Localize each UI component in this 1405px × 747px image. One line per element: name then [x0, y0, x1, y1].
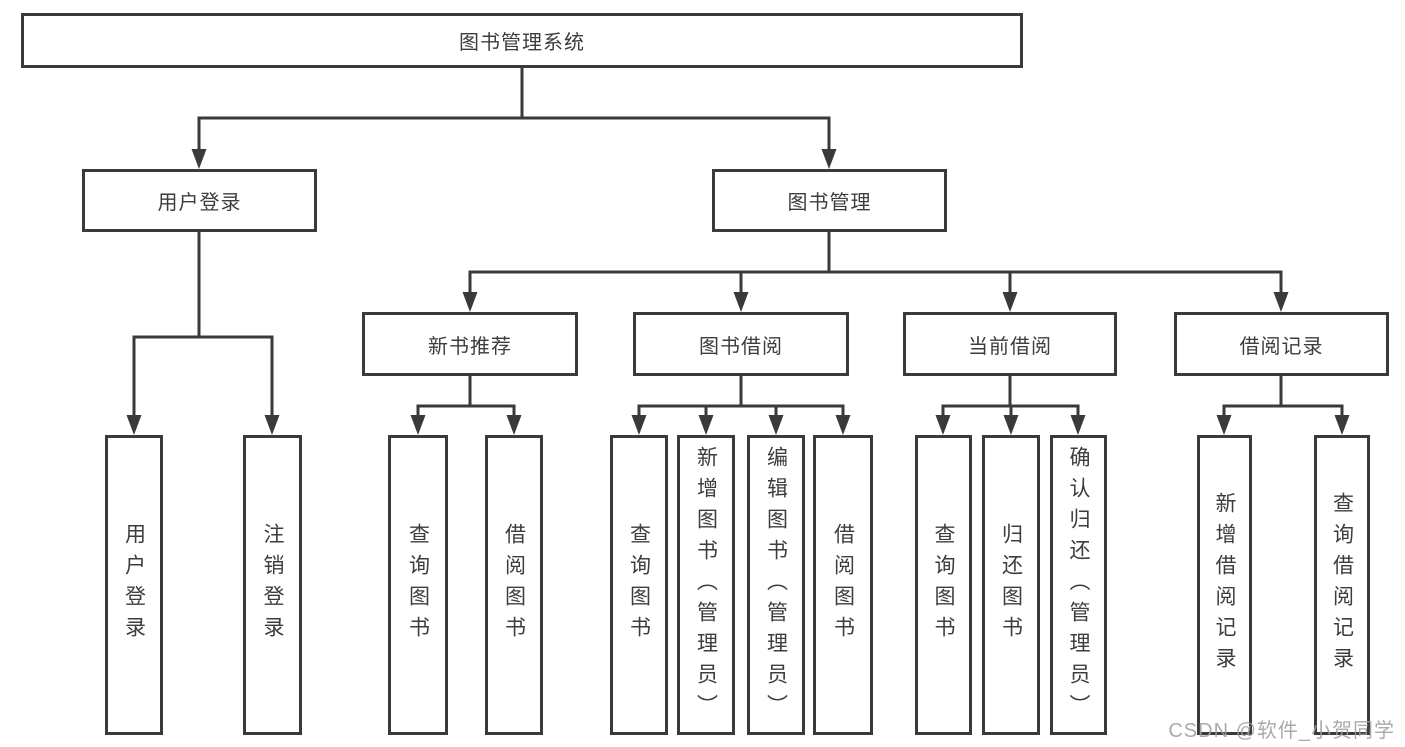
node-leaf-logout: 注销登录	[243, 435, 302, 735]
node-user-login: 用户登录	[82, 169, 317, 232]
node-new-book-recommend: 新书推荐	[362, 312, 578, 376]
node-label-current-borrow: 当前借阅	[968, 335, 1052, 358]
node-leaf-query-borrow-record: 查询借阅记录	[1314, 435, 1370, 735]
node-label-new-book-recommend: 新书推荐	[428, 335, 512, 358]
node-label-leaf-query-book-2: 查询图书	[627, 523, 651, 647]
node-current-borrow: 当前借阅	[903, 312, 1117, 376]
node-label-leaf-edit-book-admin: 编辑图书（管理员）	[764, 445, 788, 725]
node-leaf-return-book: 归还图书	[982, 435, 1040, 735]
node-leaf-add-borrow-record: 新增借阅记录	[1197, 435, 1252, 735]
node-root: 图书管理系统	[21, 13, 1023, 68]
node-label-borrow-record: 借阅记录	[1239, 335, 1324, 358]
node-label-book-management: 图书管理	[787, 192, 872, 214]
node-label-leaf-borrow-book-2: 借阅图书	[831, 523, 855, 647]
node-leaf-borrow-book-1: 借阅图书	[485, 435, 543, 735]
node-label-leaf-add-borrow-record: 新增借阅记录	[1213, 492, 1236, 678]
node-leaf-borrow-book-2: 借阅图书	[813, 435, 873, 735]
node-leaf-confirm-return-admin: 确认归还（管理员）	[1050, 435, 1107, 735]
node-label-leaf-query-book-1: 查询图书	[406, 523, 430, 647]
node-borrow-record: 借阅记录	[1174, 312, 1389, 376]
node-leaf-query-book-2: 查询图书	[610, 435, 668, 735]
node-label-leaf-user-login: 用户登录	[122, 523, 146, 647]
node-label-root: 图书管理系统	[459, 32, 585, 54]
node-label-book-borrow: 图书借阅	[699, 335, 783, 358]
node-label-leaf-query-borrow-record: 查询借阅记录	[1330, 492, 1354, 678]
node-label-leaf-logout: 注销登录	[261, 523, 284, 647]
node-leaf-user-login: 用户登录	[105, 435, 163, 735]
node-leaf-add-book-admin: 新增图书（管理员）	[677, 435, 735, 735]
node-leaf-edit-book-admin: 编辑图书（管理员）	[747, 435, 805, 735]
node-leaf-query-book-3: 查询图书	[915, 435, 972, 735]
node-label-leaf-return-book: 归还图书	[999, 523, 1023, 647]
node-leaf-query-book-1: 查询图书	[388, 435, 448, 735]
node-label-leaf-confirm-return-admin: 确认归还（管理员）	[1067, 445, 1090, 725]
node-label-leaf-query-book-3: 查询图书	[932, 523, 955, 647]
node-book-borrow: 图书借阅	[633, 312, 849, 376]
watermark: CSDN @软件_小贺同学	[1168, 720, 1395, 742]
node-book-management: 图书管理	[712, 169, 947, 232]
node-label-user-login: 用户登录	[157, 192, 242, 214]
node-label-leaf-borrow-book-1: 借阅图书	[502, 523, 526, 647]
node-label-leaf-add-book-admin: 新增图书（管理员）	[694, 445, 718, 725]
